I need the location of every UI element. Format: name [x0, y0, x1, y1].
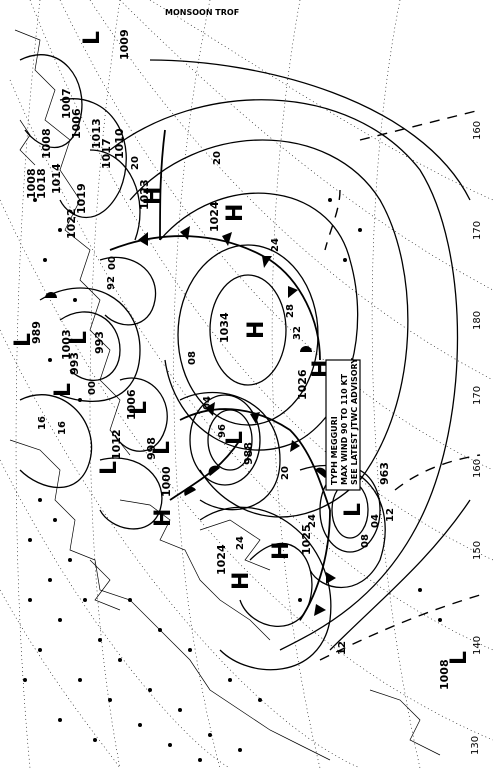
svg-text:SEE LATEST JTWC ADVISORY: SEE LATEST JTWC ADVISORY: [350, 358, 359, 485]
high-center-1025: H: [269, 542, 294, 560]
svg-text:993: 993: [68, 352, 81, 375]
low-center-1008: L: [447, 651, 472, 665]
low-center-988: L: [223, 431, 248, 445]
svg-text:08: 08: [187, 351, 198, 365]
svg-text:28: 28: [285, 304, 296, 318]
longitude-labels: 130 140 150 160 170 180 170 160: [470, 121, 483, 755]
high-center-north: H: [223, 204, 248, 222]
isobar-labels: 20 24 28 32 16 12 08 04 00 96 92 24 20 1…: [37, 151, 396, 655]
svg-text:08: 08: [360, 534, 371, 548]
svg-text:1008: 1008: [438, 659, 451, 690]
troughs: [319, 109, 481, 661]
svg-text:92: 92: [106, 276, 117, 290]
low-center-1012: L: [97, 461, 122, 475]
station-plots: [23, 198, 442, 762]
svg-text:1007: 1007: [60, 88, 73, 119]
svg-text:988: 988: [242, 442, 255, 465]
svg-text:1034: 1034: [218, 312, 231, 343]
svg-text:180: 180: [472, 311, 483, 330]
low-center-1009: L: [80, 31, 105, 45]
svg-text:160: 160: [472, 459, 483, 478]
svg-text:24: 24: [307, 514, 318, 528]
svg-text:12: 12: [337, 641, 348, 655]
svg-text:24: 24: [270, 238, 281, 252]
low-center-993: L: [67, 331, 92, 345]
svg-text:170: 170: [472, 386, 483, 405]
low-center-998: L: [150, 441, 175, 455]
high-center-1023: H: [141, 187, 166, 205]
svg-text:1026: 1026: [296, 369, 309, 400]
svg-text:170: 170: [472, 221, 483, 240]
low-center-northwest: L: [11, 333, 36, 347]
svg-text:1025: 1025: [300, 524, 313, 555]
svg-text:20: 20: [212, 151, 223, 165]
svg-text:140: 140: [472, 636, 483, 655]
low-center-1006: L: [127, 401, 152, 415]
svg-text:993: 993: [93, 331, 106, 354]
svg-text:MAX WIND 90 TO 110 KT: MAX WIND 90 TO 110 KT: [340, 373, 349, 485]
svg-text:1023: 1023: [138, 179, 151, 210]
svg-text:1008: 1008: [40, 128, 53, 159]
svg-text:1024: 1024: [215, 544, 228, 575]
svg-text:1006: 1006: [70, 108, 83, 139]
high-center-west: H: [151, 509, 176, 527]
northwest-pressure-labels: 1007 1006 1008 1010 1013 1017 1014 1022 …: [25, 88, 173, 497]
svg-text:1006: 1006: [125, 389, 138, 420]
svg-text:160: 160: [472, 121, 483, 140]
svg-text:998: 998: [145, 437, 158, 460]
svg-text:1000: 1000: [160, 466, 173, 497]
svg-text:130: 130: [470, 736, 481, 755]
svg-text:1009: 1009: [118, 29, 131, 60]
svg-text:16: 16: [57, 421, 68, 435]
svg-text:1003: 1003: [60, 329, 73, 360]
typhoon-advisory-box: TYPH MEGGURI MAX WIND 90 TO 110 KT SEE L…: [325, 358, 361, 491]
svg-text:TYPH MEGGURI: TYPH MEGGURI: [330, 416, 339, 485]
typhoon-low-963: L: [341, 503, 366, 517]
svg-text:1018: 1018: [35, 168, 48, 199]
high-center-1024: H: [229, 572, 254, 590]
low-center-1003: L: [51, 383, 76, 397]
svg-text:1013: 1013: [90, 118, 103, 149]
svg-text:00: 00: [87, 381, 98, 395]
svg-text:04: 04: [202, 396, 213, 410]
svg-text:1012: 1012: [110, 429, 123, 460]
svg-text:1022: 1022: [65, 208, 78, 239]
svg-text:16: 16: [37, 416, 48, 430]
svg-text:20: 20: [280, 466, 291, 480]
svg-text:20: 20: [130, 156, 141, 170]
svg-text:150: 150: [472, 541, 483, 560]
high-center-1034: H: [244, 321, 269, 339]
svg-text:00: 00: [107, 256, 118, 270]
svg-text:04: 04: [370, 514, 381, 528]
svg-text:1008: 1008: [25, 168, 38, 199]
fronts: [45, 129, 336, 621]
svg-text:1014: 1014: [50, 163, 63, 194]
high-north-1024: 1024: [208, 201, 221, 232]
monsoon-trough-label: MONSOON TROF: [165, 8, 239, 17]
svg-text:24: 24: [235, 536, 246, 550]
svg-text:12: 12: [385, 508, 396, 522]
pressure-centers: H 1034 H 1026 H 1025 H 1024 H 1023 H 102…: [11, 29, 472, 690]
svg-text:1017: 1017: [100, 138, 113, 169]
svg-text:1019: 1019: [75, 183, 88, 214]
svg-text:32: 32: [292, 326, 303, 340]
svg-text:989: 989: [30, 321, 43, 344]
svg-text:963: 963: [378, 462, 391, 485]
isobars: [19, 54, 471, 671]
svg-text:1010: 1010: [113, 128, 126, 159]
svg-text:MONSOON TROF: MONSOON TROF: [165, 8, 239, 17]
svg-text:96: 96: [217, 424, 228, 438]
